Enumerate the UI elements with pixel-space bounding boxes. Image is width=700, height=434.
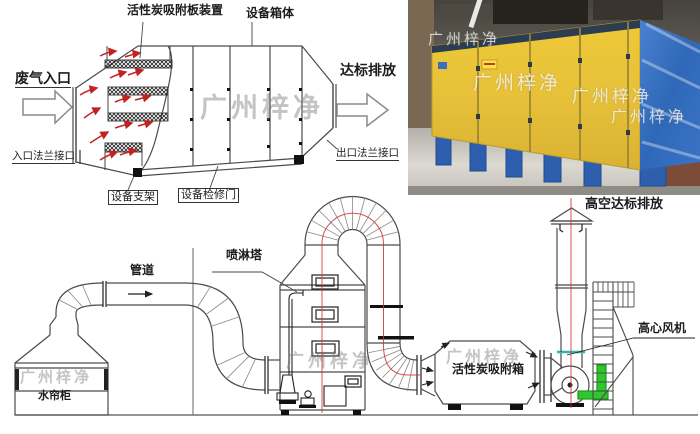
label-discharge: 达标排放 bbox=[340, 62, 396, 78]
leader-lines bbox=[127, 21, 338, 191]
yellow-cabinet bbox=[431, 19, 641, 171]
background-vehicle bbox=[493, 0, 588, 24]
outlet-arrow-icon bbox=[336, 92, 390, 128]
label-waste-gas-inlet: 废气入口 bbox=[15, 70, 71, 89]
carbon-plates bbox=[104, 46, 173, 170]
water-curtain-cabinet bbox=[14, 313, 109, 416]
watermark-tower: 广州梓净 bbox=[286, 351, 374, 371]
label-centrifugal-fan: 高心风机 bbox=[638, 321, 687, 335]
label-water-curtain: 水帘柜 bbox=[38, 390, 71, 402]
tower-overhead-bend bbox=[304, 195, 436, 397]
watermark-schematic: 广州梓净 bbox=[200, 93, 324, 123]
tower-ports bbox=[311, 274, 362, 388]
watermark-photo: 广州梓净 bbox=[572, 87, 652, 106]
red-centerlines bbox=[321, 198, 572, 413]
schematic-linework bbox=[22, 21, 390, 191]
background-wall bbox=[408, 0, 434, 150]
spray-tower bbox=[276, 254, 366, 415]
equipment-outline bbox=[133, 45, 337, 177]
label-high-discharge: 高空达标排放 bbox=[585, 196, 664, 211]
white-pole bbox=[468, 0, 484, 29]
blue-badge bbox=[438, 62, 447, 69]
label-outlet-flange: 出口法兰接口 bbox=[336, 147, 399, 162]
airflow-arrows-icon bbox=[79, 47, 154, 161]
photo-shapes bbox=[408, 0, 700, 195]
label-equipment-box: 设备箱体 bbox=[246, 6, 295, 20]
hinge-dots bbox=[476, 54, 630, 135]
flow-diagram-linework bbox=[14, 195, 698, 416]
label-inlet-flange: 入口法兰接口 bbox=[12, 150, 75, 165]
panel-seams bbox=[477, 22, 629, 168]
blue-wrap bbox=[640, 20, 700, 170]
label-equipment-support: 设备支架 bbox=[108, 190, 158, 205]
duct-pipe-run bbox=[55, 248, 280, 415]
spray-tower-leader bbox=[212, 271, 298, 293]
carbon-adsorption-box bbox=[421, 340, 563, 410]
label-carbon-box: 活性炭吸附箱 bbox=[452, 362, 525, 376]
product-photo: 广州梓净 广州梓净 广州梓净 广州梓净 bbox=[408, 0, 700, 195]
watermark-carbon-box: 广州梓净 bbox=[446, 349, 523, 366]
watermark-photo: 广州梓净 bbox=[473, 73, 562, 94]
circulation-pump bbox=[276, 290, 347, 408]
ladder-platform bbox=[566, 281, 695, 415]
watermark-photo: 广州梓净 bbox=[611, 109, 688, 126]
inlet-arrow-icon bbox=[22, 89, 74, 125]
watermark-photo: 广州梓净 bbox=[428, 31, 501, 48]
watermark-cabinet: 广州梓净 bbox=[20, 369, 93, 386]
centrifugal-fan bbox=[550, 350, 609, 407]
label-pipe: 管道 bbox=[130, 263, 155, 277]
door-handles bbox=[190, 88, 302, 151]
label-carbon-plate-device: 活性炭吸附板装置 bbox=[127, 3, 224, 17]
label-maintenance-door: 设备检修门 bbox=[178, 188, 239, 203]
label-spray-tower: 喷淋塔 bbox=[226, 248, 263, 262]
